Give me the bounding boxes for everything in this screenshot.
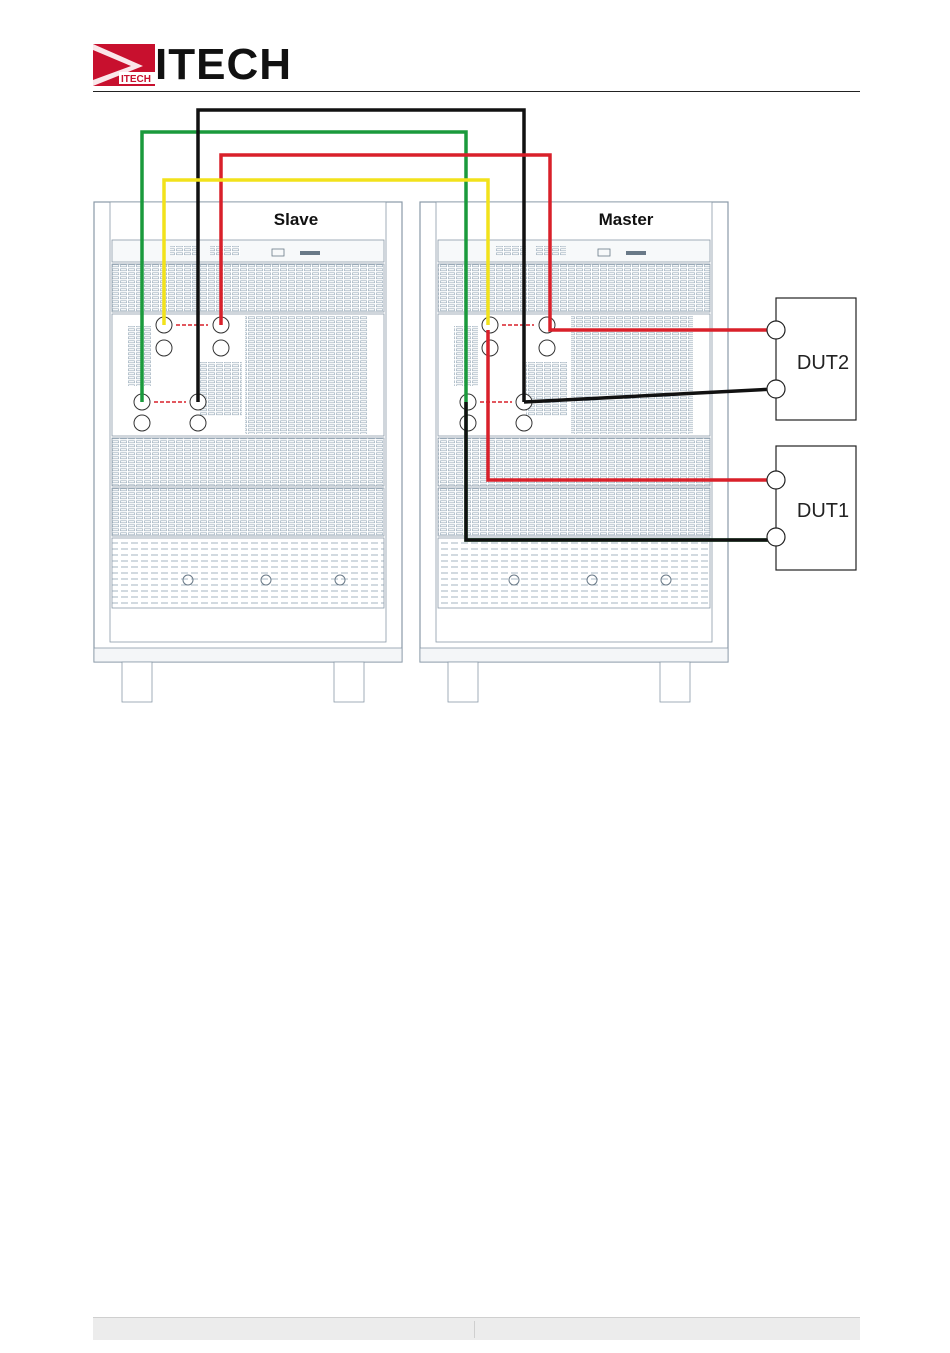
footer-divider [474,1321,475,1338]
dut2-box: DUT2 [767,298,856,420]
dut1-label: DUT1 [797,500,849,522]
dut2-label: DUT2 [797,352,849,374]
wiring-diagram: Slave Master [0,0,950,760]
dut1-box: DUT1 [767,446,856,570]
slave-label: Slave [274,210,318,229]
master-label: Master [599,210,654,229]
page-footer [93,1317,860,1340]
slave-cabinet: Slave [94,202,402,702]
